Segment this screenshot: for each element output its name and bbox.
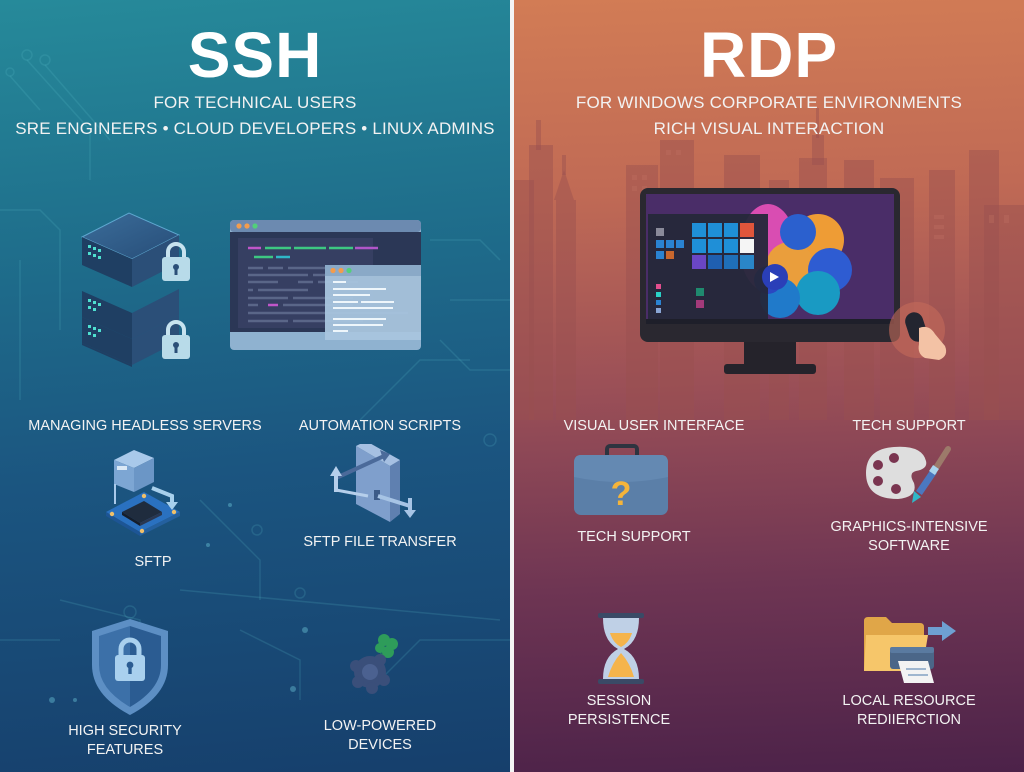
briefcase-question-icon: ?	[574, 444, 668, 515]
file-transfer-arrows-icon	[330, 444, 416, 522]
hourglass-icon	[598, 613, 644, 684]
desktop-monitor-icon	[640, 188, 900, 374]
svg-text:?: ?	[611, 475, 632, 513]
mouse-hand-icon	[889, 302, 947, 360]
rdp-subtitle-interaction: RICH VISUAL INTERACTION	[653, 119, 885, 138]
rdp-feature-visual-ui-caption: TECH SUPPORT	[577, 529, 691, 545]
server-stack-lock-icon	[80, 212, 190, 367]
ssh-feature-automation-scripts-caption: SFTP FILE TRANSFER	[303, 534, 457, 550]
ssh-feature-low-powered-caption: LOW-POWERED DEVICES	[323, 718, 437, 753]
rdp-feature-visual-ui-heading: VISUAL USER INTERFACE	[563, 418, 745, 434]
panel-divider	[510, 0, 514, 772]
rdp-panel: RDP FOR WINDOWS CORPORATE ENVIRONMENTS R…	[514, 0, 1024, 772]
board-chip-icon	[106, 450, 180, 536]
shield-lock-icon	[92, 619, 168, 715]
ssh-feature-headless-servers-heading: MANAGING HEADLESS SERVERS	[28, 418, 262, 434]
rdp-feature-resource-redirection-caption: LOCAL RESOURCE REDIIERCTION	[842, 693, 976, 728]
ssh-subtitle-audience: FOR TECHNICAL USERS	[153, 93, 357, 112]
circuit-background	[0, 49, 510, 703]
ssh-feature-headless-servers-caption: SFTP	[134, 554, 172, 570]
ssh-subtitle-roles: SRE ENGINEERS • CLOUD DEVELOPERS • LINUX…	[15, 119, 495, 138]
ssh-feature-automation-scripts-heading: AUTOMATION SCRIPTS	[298, 418, 462, 434]
rdp-feature-tech-support-heading: TECH SUPPORT	[852, 418, 966, 434]
low-power-device-icon	[350, 634, 398, 694]
ssh-title: SSH	[187, 19, 323, 91]
paint-palette-icon	[866, 446, 951, 503]
terminal-window-icon	[230, 220, 421, 350]
rdp-subtitle-environment: FOR WINDOWS CORPORATE ENVIRONMENTS	[575, 93, 963, 112]
ssh-panel: SSH FOR TECHNICAL USERS SRE ENGINEERS • …	[0, 0, 510, 772]
rdp-feature-session-caption: SESSION PERSISTENCE	[567, 693, 671, 728]
ssh-feature-security-caption: HIGH SECURITY FEATURES	[68, 723, 182, 758]
rdp-title: RDP	[699, 19, 839, 91]
folder-printer-icon	[864, 617, 956, 683]
rdp-feature-graphics-caption: GRAPHICS-INTENSIVE SOFTWARE	[830, 519, 988, 554]
